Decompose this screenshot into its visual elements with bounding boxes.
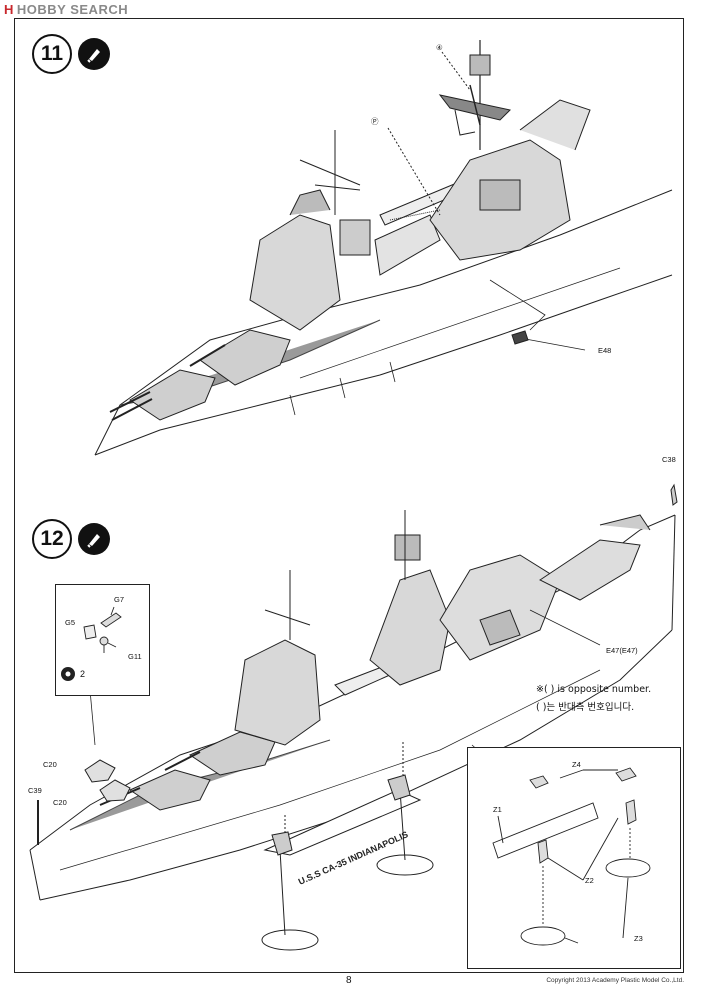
part-label-c20-bottom: C20 xyxy=(53,798,67,807)
part-label-c38: C38 xyxy=(662,455,676,464)
step-number: 11 xyxy=(32,34,72,74)
step-12-header: 12 xyxy=(32,519,110,559)
ship-illustration-step12: U.S.S CA-35 INDIANAPOLIS xyxy=(29,483,678,951)
callout-a-label: ④ xyxy=(436,43,443,52)
step-11-header: 11 xyxy=(32,34,110,74)
part-label-z1: Z1 xyxy=(493,805,502,814)
glue-icon xyxy=(78,523,110,555)
detail-inset-g-parts: G7 G5 G11 2 xyxy=(55,584,150,696)
part-label-g5: G5 xyxy=(65,618,76,627)
part-label-e47: E47(E47) xyxy=(606,646,638,655)
callout-b-label: Ⓟ xyxy=(371,117,379,126)
watermark-text: HOBBY SEARCH xyxy=(16,2,129,17)
page-number: 8 xyxy=(346,975,352,986)
part-label-z4: Z4 xyxy=(572,760,581,769)
part-label-e48: E48 xyxy=(598,346,612,355)
opposite-note-ko: ( )는 반대측 번호입니다. xyxy=(536,702,635,713)
opposite-note-en: ※( ) is opposite number. xyxy=(536,684,652,695)
logo-letter: H xyxy=(4,2,14,17)
part-label-c20-top: C20 xyxy=(43,760,57,769)
step-number: 12 xyxy=(32,519,72,559)
part-label-z3: Z3 xyxy=(634,934,643,943)
copyright-text: Copyright 2013 Academy Plastic Model Co.… xyxy=(546,977,684,984)
ship-illustration-step11 xyxy=(94,40,673,456)
part-label-z2: Z2 xyxy=(585,876,594,885)
watermark-logo: H HOBBY SEARCH xyxy=(4,2,128,17)
part-label-g11: G11 xyxy=(128,652,142,661)
quantity-label: 2 xyxy=(80,669,86,679)
glue-icon xyxy=(78,38,110,70)
page-frame xyxy=(14,18,684,973)
part-label-c39: C39 xyxy=(28,786,42,795)
stand-detail-inset: Z4 Z1 Z2 Z3 xyxy=(467,747,681,969)
part-label-g7: G7 xyxy=(114,595,125,604)
